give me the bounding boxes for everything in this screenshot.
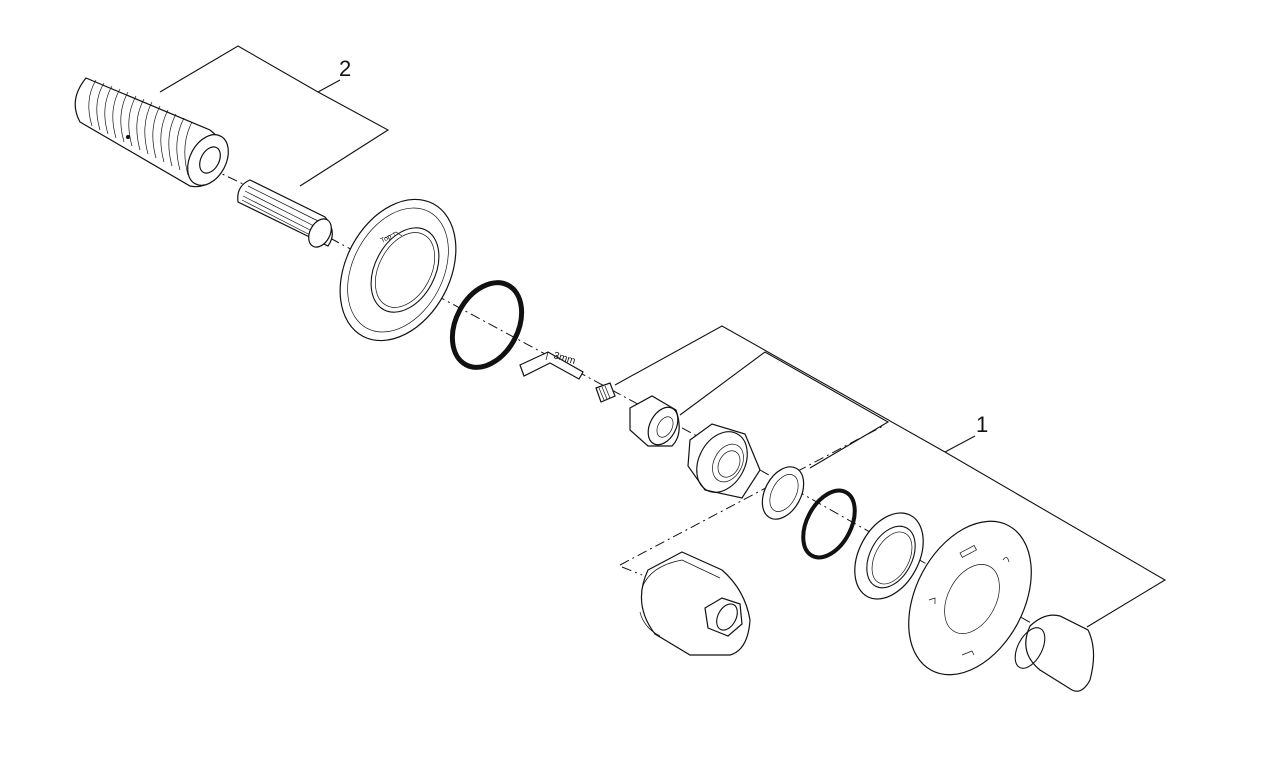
escutcheon-ring [854, 512, 924, 600]
lever-handle [1014, 614, 1095, 692]
splined-extension-spindle [237, 179, 333, 248]
wall-mounting-plate: Top ↑ [339, 198, 457, 342]
cover-plate [908, 520, 1032, 676]
callout-2-leader [159, 45, 390, 187]
retaining-ring [761, 466, 805, 520]
hex-key-tool [519, 351, 584, 380]
callout-1-label: 1 [976, 412, 988, 437]
callout-1-leader [614, 325, 1167, 628]
cartridge-adapter [687, 423, 761, 499]
valve-body [639, 551, 751, 656]
adapter-sleeve [629, 395, 680, 447]
callout-2-label: 2 [339, 56, 351, 81]
set-screw [595, 382, 616, 403]
small-o-ring [801, 488, 857, 560]
threaded-extension-sleeve [74, 77, 229, 188]
large-o-ring [449, 280, 525, 370]
